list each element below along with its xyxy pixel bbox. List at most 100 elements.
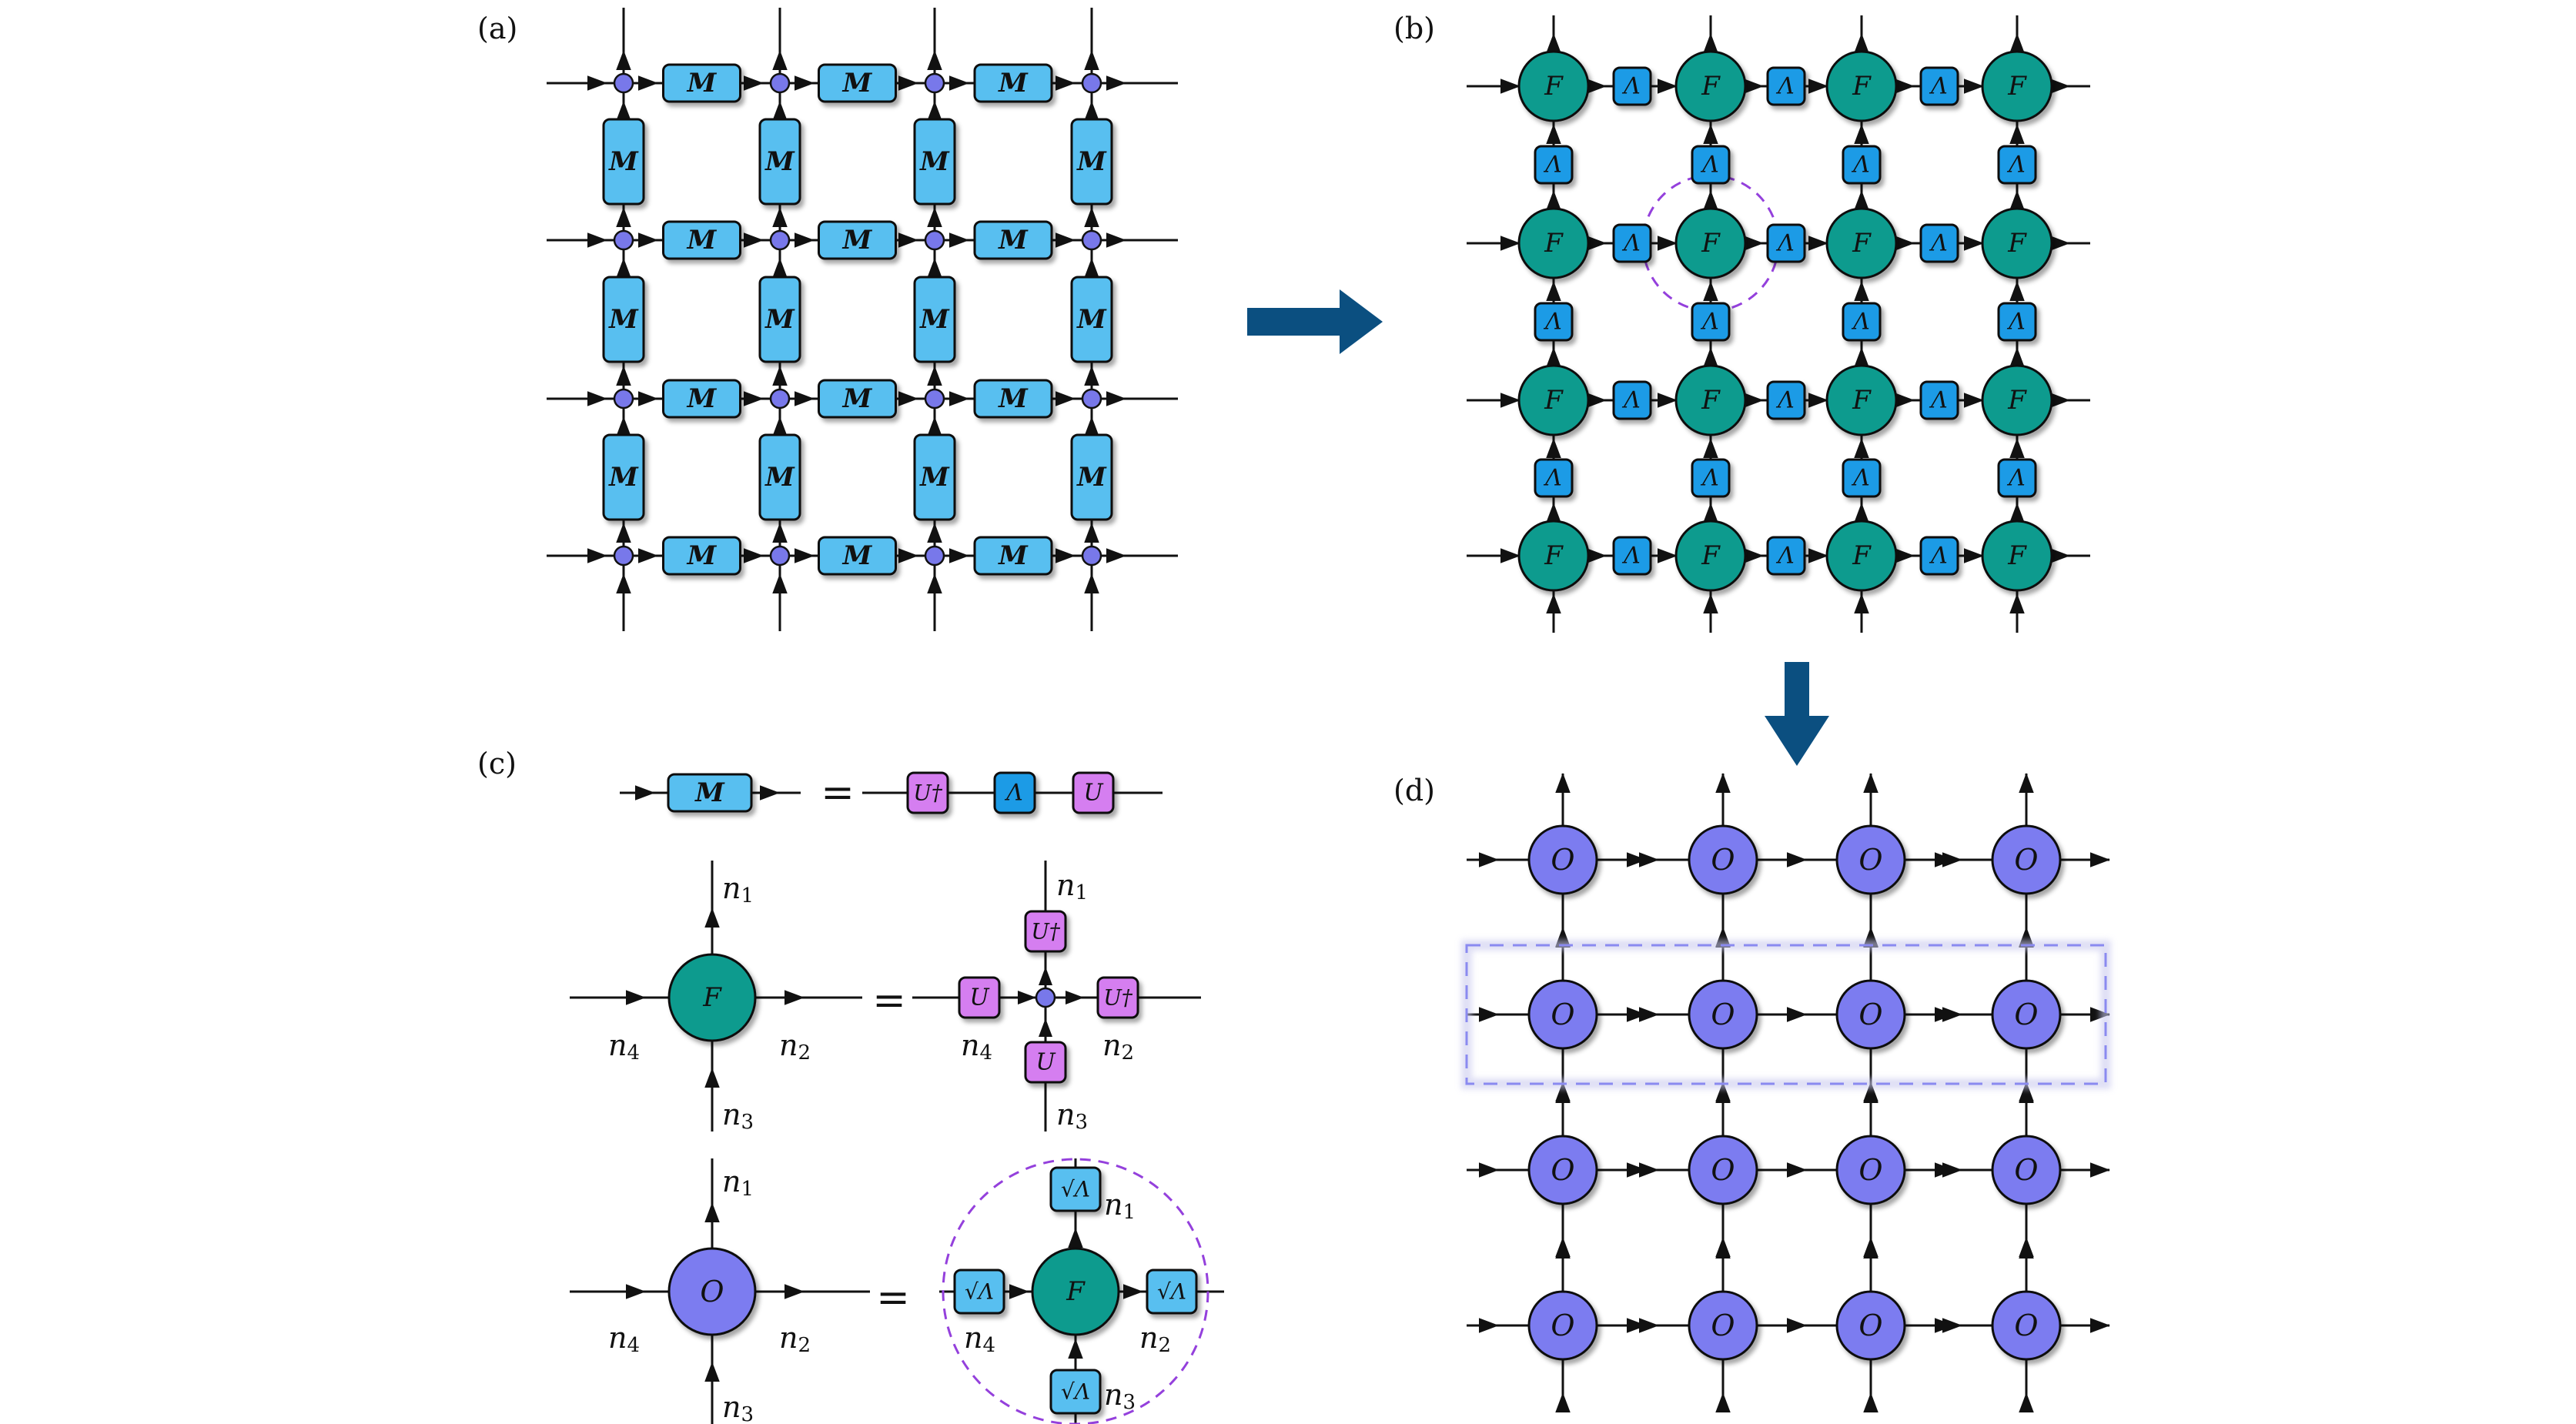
arrow-head (1084, 416, 1099, 436)
f-node-label: F (1852, 540, 1872, 571)
arrow-head (1546, 503, 1561, 523)
lambda-box-label: Λ (1775, 387, 1795, 414)
arrow-head (704, 1362, 720, 1382)
sqrt-lambda-box-label: √Λ (1061, 1177, 1090, 1202)
arrow-head (1964, 393, 1984, 408)
arrow-head (1039, 1018, 1052, 1037)
arrow-head (626, 1284, 646, 1299)
lambda-box (1691, 145, 1731, 185)
arrow-head (638, 232, 658, 248)
arrow-head (1744, 79, 1764, 94)
arrow-head (1703, 347, 1718, 367)
o-node-label: O (1551, 843, 1574, 877)
arrow-head (1587, 393, 1607, 408)
arrow-head (1639, 852, 1659, 867)
small-node (1081, 388, 1102, 409)
lambda-box-label: Λ (1543, 152, 1562, 179)
arrow-head (1068, 1228, 1083, 1248)
o-node (1835, 979, 1906, 1050)
arrow-head (1854, 593, 1869, 613)
small-node (1035, 987, 1056, 1008)
arrow-head (1895, 548, 1915, 563)
arrow-head (704, 908, 720, 928)
arrow-head (949, 391, 969, 406)
arrow-head (1627, 1162, 1647, 1178)
sqrt-lambda-box (1146, 1269, 1198, 1315)
sqrt-lambda-box-label: √Λ (965, 1279, 994, 1305)
lambda-box-label: Λ (1543, 465, 1562, 492)
m-tensor-box (1070, 433, 1113, 521)
m-tensor-box-label: M (687, 225, 718, 256)
arrow-head (1942, 852, 1962, 867)
o-node (1527, 1290, 1598, 1361)
small-node (769, 545, 791, 567)
lambda-box-label: Λ (1621, 230, 1641, 257)
u-dagger-box (906, 771, 949, 814)
arrow-head (1500, 548, 1521, 563)
f-node (1674, 364, 1747, 436)
leg-label-n3: n3 (722, 1390, 754, 1424)
m-tensor-box (818, 536, 897, 576)
arrow-head (616, 101, 631, 121)
equals-sign: = (872, 978, 906, 1024)
m-tensor-box (818, 220, 897, 260)
arrow-head (1895, 236, 1915, 251)
u-dagger-box (1096, 976, 1139, 1019)
arrow-head (1808, 393, 1828, 408)
m-tensor-box-label: M (998, 383, 1029, 414)
arrow-head (1787, 1318, 1807, 1333)
leg-label-n1: n1 (1104, 1188, 1136, 1224)
m-tensor-box-label: M (919, 462, 950, 493)
o-node-label: O (1711, 1309, 1735, 1342)
arrow-head (2050, 548, 2070, 563)
right-arrow (1247, 289, 1383, 354)
arrow-head (616, 416, 631, 436)
lambda-box (1612, 380, 1652, 420)
m-tensor-box-label: M (842, 68, 873, 99)
lambda-box (1612, 223, 1652, 263)
m-tensor-box-label: M (687, 540, 718, 571)
u-box-label: U (1035, 1049, 1056, 1076)
lambda-box-label: Λ (1929, 230, 1948, 257)
arrow-head (2090, 1318, 2110, 1333)
lambda-box (1919, 223, 1959, 263)
m-tensor-box-label: M (764, 146, 795, 177)
m-tensor-box (662, 379, 741, 419)
arrow-head (927, 523, 942, 543)
o-node (1527, 1135, 1598, 1205)
dashed-row-rectangle (1465, 944, 2107, 1085)
arrow-head (704, 1068, 720, 1088)
arrow-head (1627, 852, 1647, 867)
arrow-head (1546, 281, 1561, 301)
arrow-head (1964, 79, 1984, 94)
o-node (1835, 1135, 1906, 1205)
lambda-box-label: Λ (1929, 387, 1948, 414)
arrow-head (898, 391, 918, 406)
small-node (1081, 72, 1102, 94)
arrow-head (1555, 1083, 1571, 1103)
m-tensor-box (1070, 118, 1113, 206)
lambda-box (1534, 458, 1574, 498)
arrow-head (2050, 79, 2070, 94)
arrow-head (898, 75, 918, 91)
arrow-head (2019, 1083, 2034, 1103)
arrow-head (1808, 236, 1828, 251)
arrow-head (2009, 593, 2025, 613)
m-tensor-box (973, 536, 1053, 576)
m-tensor-box (973, 220, 1053, 260)
arrow-head (744, 391, 764, 406)
small-node (769, 229, 791, 251)
arrow-head (1009, 1284, 1029, 1299)
arrow-head (1055, 391, 1076, 406)
m-tensor-box (758, 118, 801, 206)
o-node-label: O (1858, 843, 1882, 877)
arrow-head (638, 75, 658, 91)
arrow-head (1500, 236, 1521, 251)
leg-label-n4: n4 (964, 1321, 995, 1357)
f-node-label: F (702, 982, 722, 1013)
arrow-head (1123, 1284, 1143, 1299)
f-node (1517, 520, 1590, 592)
small-node (1081, 229, 1102, 251)
arrow-head (1639, 1318, 1659, 1333)
arrow-head (1546, 190, 1561, 210)
